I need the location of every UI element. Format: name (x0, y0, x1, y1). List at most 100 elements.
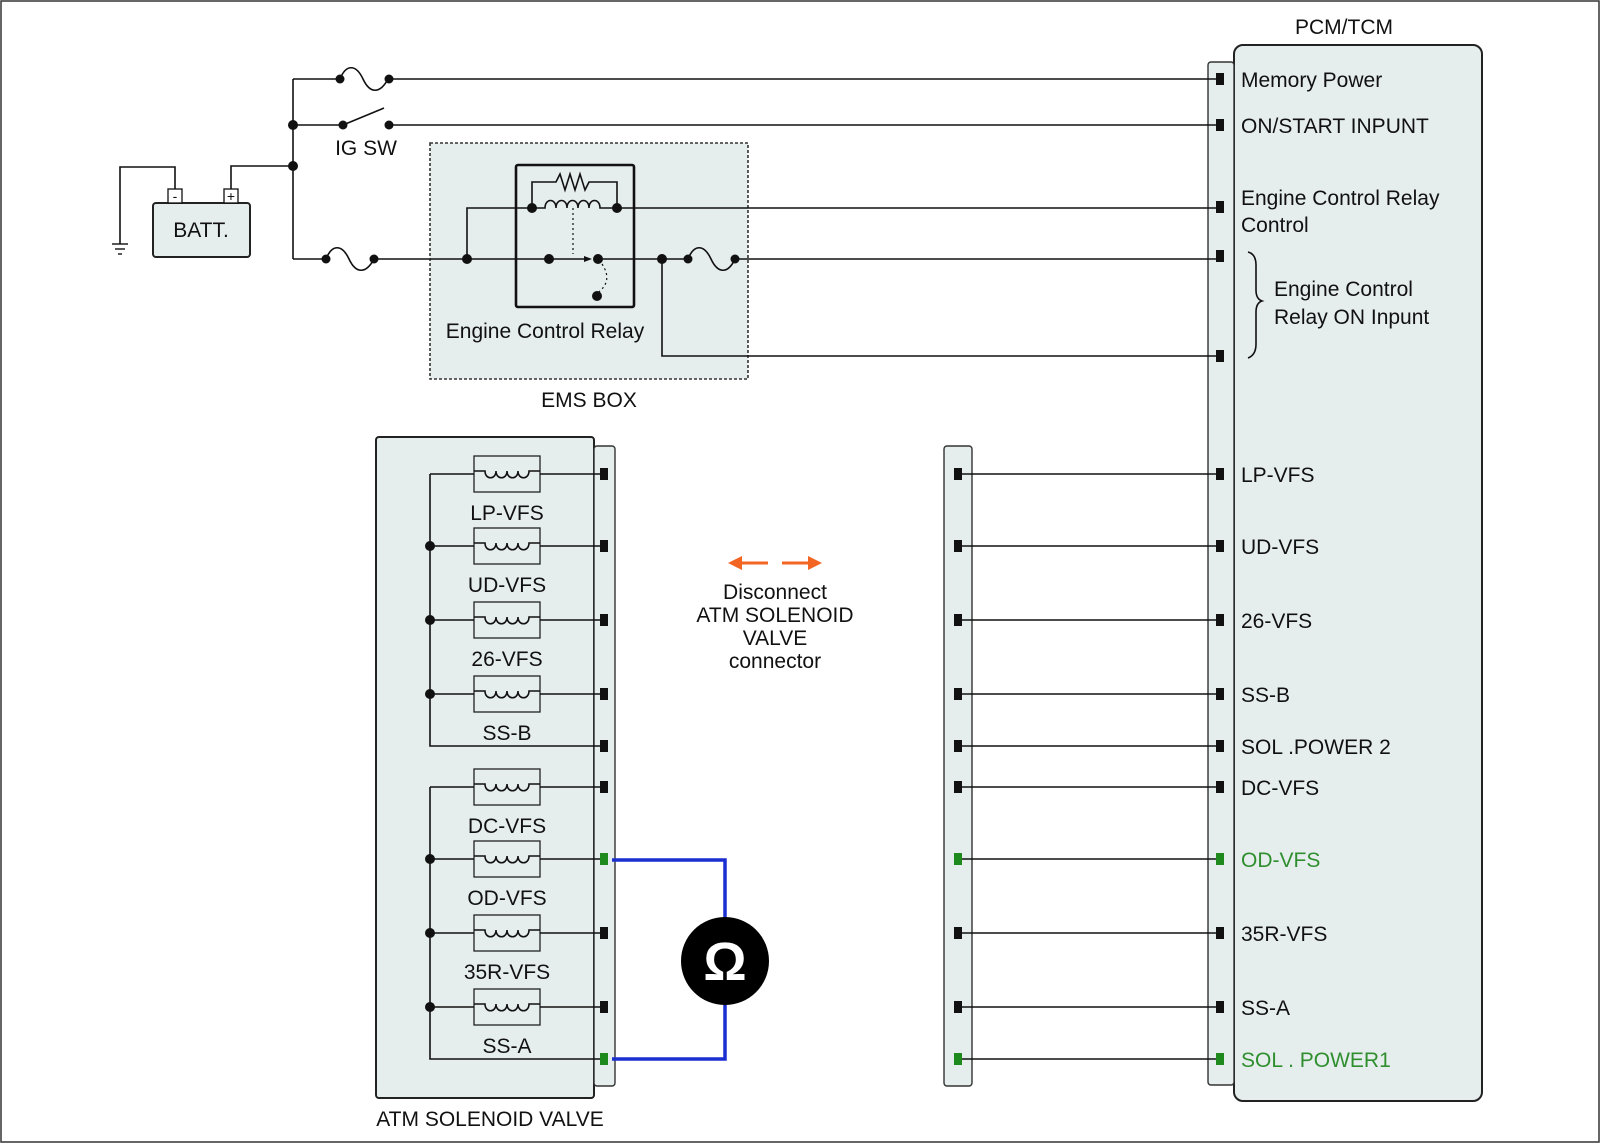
solenoid-coil-icon (474, 690, 540, 699)
pcm-top-labels: Memory Power ON/START INPUNT Engine Cont… (1241, 69, 1440, 359)
harness-pin (954, 688, 962, 700)
harness-pin (954, 1001, 962, 1013)
relay-contact (592, 291, 602, 301)
solenoid-coil-icon (474, 470, 540, 479)
solenoid-coil-icon (474, 616, 540, 625)
solenoid-coil-icon (474, 929, 540, 938)
pcm-signal-label: LP-VFS (1241, 464, 1315, 487)
solenoid-label: LP-VFS (470, 502, 544, 525)
solenoid-connector-strip (593, 445, 616, 1087)
disconnect-text: connector (729, 650, 821, 673)
solenoid-label: SS-A (482, 1035, 531, 1058)
harness-pin (954, 781, 962, 793)
solenoid-pin (600, 614, 608, 626)
pcm-signal-label: OD-VFS (1241, 849, 1320, 872)
solenoid-label: UD-VFS (468, 574, 546, 597)
solenoid-pin (600, 781, 608, 793)
fuse-icon (325, 246, 375, 272)
ohm-symbol: Ω (703, 932, 746, 992)
fuse-icon (339, 66, 389, 92)
power-supply: BATT. - + IG SW (112, 66, 1216, 272)
pcm-pin (1216, 1001, 1224, 1013)
pcm-connector-strip (1207, 61, 1235, 1086)
relay-arrow-icon (584, 256, 592, 262)
battery-positive-sign: + (227, 188, 235, 204)
meter-lead-negative (612, 1004, 727, 1061)
pcm-pin-label: Engine Control Relay (1241, 187, 1440, 210)
solenoid-label: 35R-VFS (464, 961, 550, 984)
disconnect-text: VALVE (743, 627, 808, 650)
disconnect-arrows-icon (728, 556, 822, 570)
harness-pin (954, 927, 962, 939)
pcm-pin (1216, 73, 1224, 85)
pcm-pin (1216, 1053, 1224, 1065)
solenoid-label: SS-B (482, 722, 531, 745)
solenoid-coil-icon (474, 783, 540, 792)
pcm-pin (1216, 853, 1224, 865)
relay-resistor-icon (531, 171, 618, 208)
ground-icon (112, 243, 128, 255)
pcm-pin (1216, 350, 1224, 362)
pcm-pin-label: ON/START INPUNT (1241, 115, 1429, 138)
solenoid-pin (600, 1053, 608, 1065)
wire-relay-on-input-2 (661, 259, 1216, 357)
pcm-pin-label: Control (1241, 214, 1309, 237)
pcm-signal-label: 35R-VFS (1241, 923, 1327, 946)
harness-pin (954, 853, 962, 865)
solenoid-common-wire (429, 474, 604, 747)
solenoid-pin (600, 1001, 608, 1013)
solenoid-pin (600, 540, 608, 552)
ems-box-label: EMS BOX (541, 389, 637, 412)
pcm-signal-label: UD-VFS (1241, 536, 1319, 559)
pcm-tcm-module: PCM/TCM (1207, 16, 1483, 1102)
atm-solenoid-valve: ATM SOLENOID VALVE LP-VFSUD-VFS26-VFSSS-… (375, 436, 616, 1131)
wire-relay-coil-feed (466, 207, 532, 259)
harness-pin (954, 1053, 962, 1065)
pcm-pin (1216, 614, 1224, 626)
pcm-pin (1216, 201, 1224, 213)
solenoid-coil-icon (474, 1003, 540, 1012)
solenoid-pin (600, 740, 608, 752)
solenoid-pin (600, 927, 608, 939)
harness-connector-strip (943, 445, 973, 1087)
pcm-pin-label: Relay ON Inpunt (1274, 306, 1429, 329)
ohmmeter-icon (681, 917, 769, 1005)
curly-brace (1247, 251, 1265, 359)
solenoid-pin (600, 853, 608, 865)
ohmmeter: Ω (612, 858, 769, 1061)
harness-pin (954, 540, 962, 552)
solenoid-label: DC-VFS (468, 815, 546, 838)
disconnect-text: Disconnect (723, 581, 827, 604)
engine-control-relay (514, 163, 636, 309)
pcm-pin-label: Memory Power (1241, 69, 1382, 92)
disconnect-note: Disconnect ATM SOLENOID VALVE connector (696, 556, 854, 673)
pcm-pin-label: Engine Control (1274, 278, 1413, 301)
pcm-signal-label: SOL .POWER 2 (1241, 736, 1391, 759)
solenoid-pin (600, 688, 608, 700)
pcm-pin (1216, 688, 1224, 700)
pcm-signal-label: SS-A (1241, 997, 1290, 1020)
ignition-switch-icon (342, 107, 385, 126)
battery-positive-wire (230, 165, 293, 189)
pcm-signal-label: SS-B (1241, 684, 1290, 707)
harness-pin (954, 468, 962, 480)
harness-pin (954, 614, 962, 626)
pcm-pin (1216, 540, 1224, 552)
pcm-pin (1216, 119, 1224, 131)
battery-negative-sign: - (173, 188, 178, 204)
pcm-pin (1216, 250, 1224, 262)
solenoid-common-wire (429, 787, 604, 1060)
pcm-signal-label: 26-VFS (1241, 610, 1312, 633)
pcm-pin (1216, 927, 1224, 939)
battery-label: BATT. (173, 219, 229, 242)
relay-coil-icon (532, 199, 617, 209)
pcm-signal-label: DC-VFS (1241, 777, 1319, 800)
solenoid-list: LP-VFSUD-VFS26-VFSSS-BDC-VFSOD-VFS35R-VF… (425, 455, 608, 1065)
pcm-title: PCM/TCM (1295, 16, 1393, 39)
fuse-icon (687, 246, 736, 272)
pcm-pin (1216, 740, 1224, 752)
solenoid-label: 26-VFS (471, 648, 542, 671)
pcm-signal-label: SOL . POWER1 (1241, 1049, 1391, 1072)
